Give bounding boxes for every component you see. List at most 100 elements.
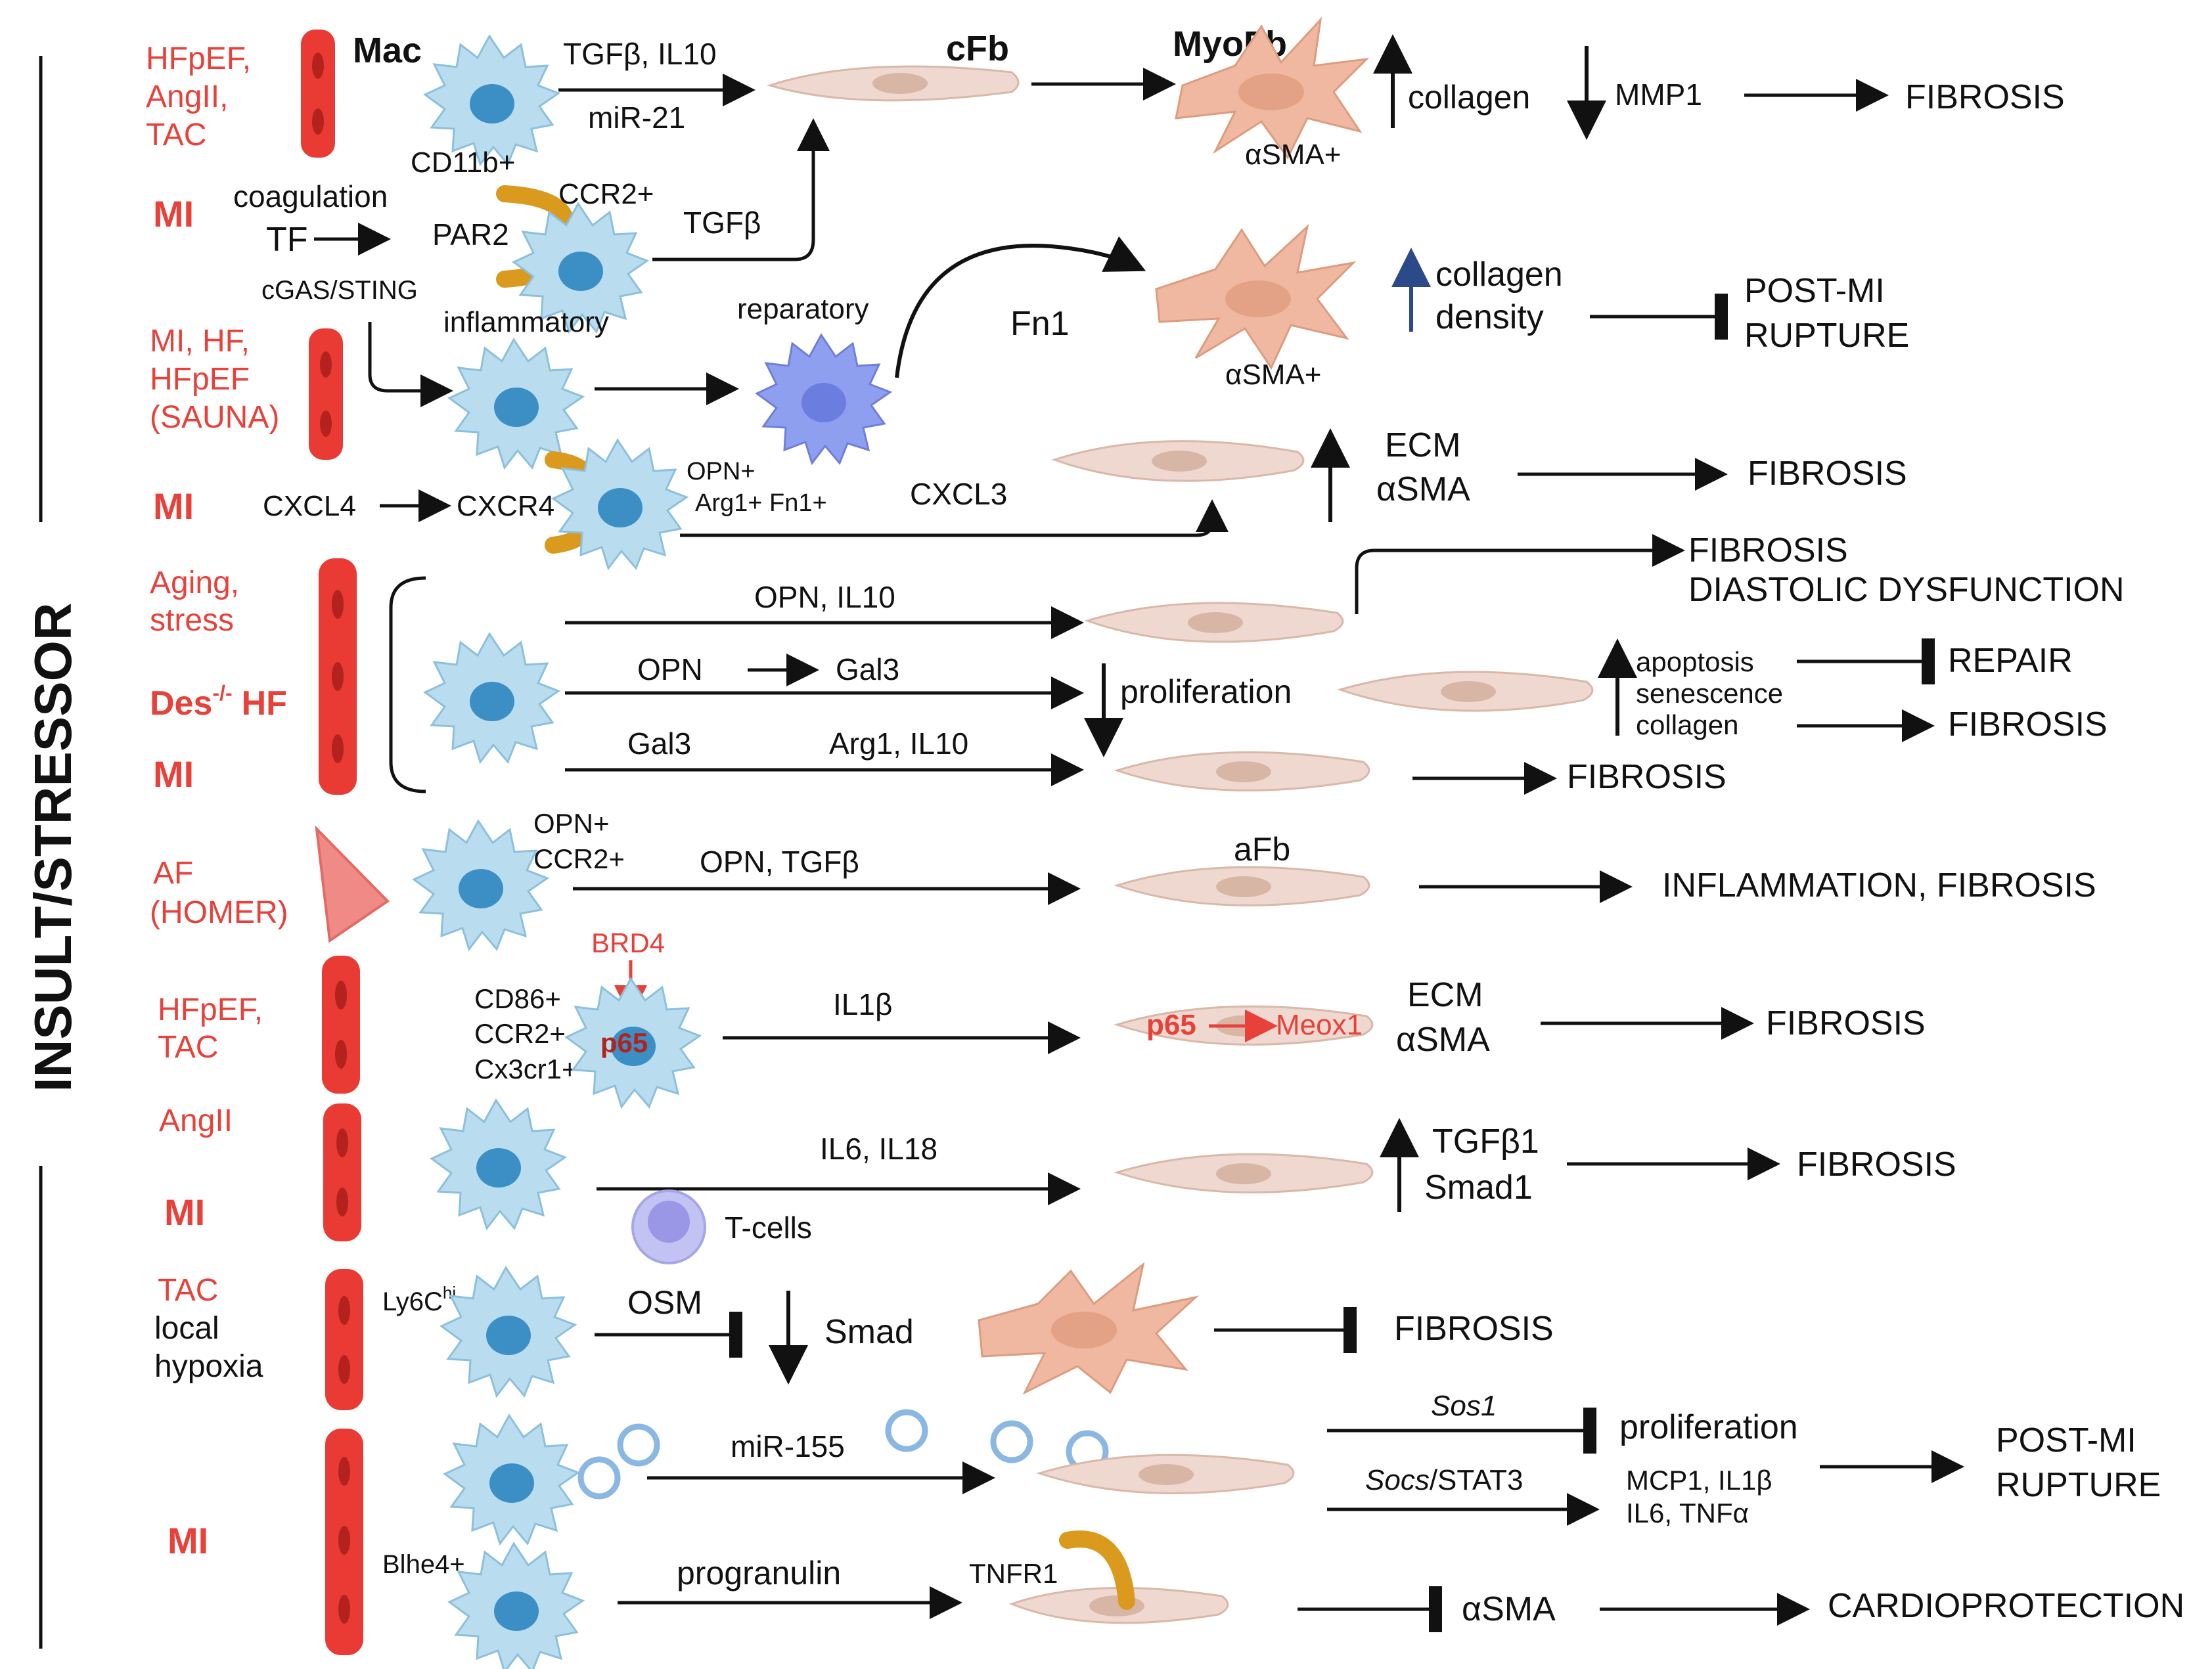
local-line: hypoxia xyxy=(154,1349,263,1384)
cardiomyocyte xyxy=(325,1429,363,1655)
stressor-line: HFpEF xyxy=(150,362,250,397)
marker-line: CCR2+ xyxy=(533,843,625,874)
stack-line: apoptosis xyxy=(1636,646,1754,677)
fb-p65-label: p65 xyxy=(1146,1009,1196,1041)
outcome: FIBROSIS xyxy=(1766,1004,1926,1042)
vesicle xyxy=(990,1420,1033,1463)
asma-label: αSMA xyxy=(1396,1021,1490,1059)
stressor-line: HFpEF, xyxy=(146,41,251,76)
macrophage xyxy=(440,1266,577,1398)
vesicle xyxy=(885,1409,928,1452)
tcells-label: T-cells xyxy=(725,1211,812,1245)
outcome-line: DIASTOLIC DYSFUNCTION xyxy=(1688,571,2125,609)
fibroblast xyxy=(1114,751,1370,791)
row-7: HFpEF, TAC CD86+ CCR2+ Cx3cr1+ BRD4 p65 … xyxy=(158,927,1926,1109)
arrow-label: Gal3 xyxy=(627,726,691,761)
outcome: INFLAMMATION, FIBROSIS xyxy=(1662,866,2096,904)
fibroblast xyxy=(1113,1153,1374,1193)
reparatory-label: reparatory xyxy=(737,293,869,325)
t-cell xyxy=(631,1190,706,1264)
cytokine-line: IL6, TNFα xyxy=(1626,1498,1749,1528)
macrophage xyxy=(423,34,561,167)
cxcl4-label: CXCL4 xyxy=(263,490,356,522)
meox-label: Meox1 xyxy=(1276,1009,1363,1041)
arrow-label: miR-21 xyxy=(588,100,685,135)
arrow xyxy=(368,322,453,407)
ly6c-label: Ly6Chi xyxy=(382,1283,456,1316)
outcome-line: RUPTURE xyxy=(1744,317,1909,355)
myofibroblast xyxy=(978,1262,1200,1395)
cardiomyocyte xyxy=(319,558,357,795)
cardiomyocyte xyxy=(322,956,360,1094)
row-3: cGAS/STING inflammatory reparatory MI, H… xyxy=(150,223,1909,470)
marker-line: Cx3cr1+ xyxy=(474,1054,578,1084)
fibroblast xyxy=(1337,671,1594,712)
mac-marker: CD11b+ xyxy=(411,146,515,179)
arrow-label: OPN, IL10 xyxy=(754,580,895,614)
tac-label: TAC xyxy=(158,1273,218,1308)
stressor: MI xyxy=(168,1520,208,1561)
arrow xyxy=(652,118,830,261)
fibroblast xyxy=(766,65,1020,102)
stressor-line: TAC xyxy=(158,1030,218,1065)
stressor: MI xyxy=(153,193,194,234)
outcome: FIBROSIS xyxy=(1748,455,1907,493)
socs-label: Socs/STAT3 xyxy=(1365,1464,1523,1496)
reparatory-macrophage xyxy=(755,333,893,466)
arrow-label: OPN xyxy=(637,652,703,686)
ccr2-label: CCR2+ xyxy=(558,178,654,210)
macrophage xyxy=(564,977,702,1109)
myofibroblast xyxy=(1155,223,1357,370)
cardiomyocyte xyxy=(325,1269,363,1410)
receptor xyxy=(1059,1530,1135,1610)
arrow-label: Gal3 xyxy=(836,652,899,686)
stressor-line: TAC xyxy=(146,118,206,152)
cardiomyocyte xyxy=(301,30,335,158)
fibroblast xyxy=(1051,440,1305,482)
fibroblast xyxy=(1036,1454,1295,1494)
vesicle xyxy=(617,1423,660,1467)
marker-line: CCR2+ xyxy=(474,1018,566,1049)
collagen-label: collagen xyxy=(1435,256,1563,294)
osm-label: OSM xyxy=(627,1284,702,1321)
bracket xyxy=(389,576,426,793)
inflammatory-label: inflammatory xyxy=(443,306,609,338)
repair-label: REPAIR xyxy=(1948,642,2073,680)
stack-line: senescence xyxy=(1636,678,1783,709)
stressor-line: (HOMER) xyxy=(150,895,288,930)
arrow-label: TGFβ, IL10 xyxy=(563,37,717,71)
asma-label: αSMA xyxy=(1376,470,1470,508)
stressor-line: HFpEF, xyxy=(158,992,263,1027)
cytokine-line: MCP1, IL1β xyxy=(1626,1465,1772,1496)
density-label: density xyxy=(1435,298,1544,336)
myofibroblast xyxy=(1175,16,1370,160)
tgf-label: TGFβ xyxy=(683,206,761,240)
tnfr-label: TNFR1 xyxy=(969,1558,1058,1589)
macrophage xyxy=(551,438,689,571)
row-8: AngII MI IL6, IL18 T-cells TGFβ1 Smad1 F… xyxy=(159,1098,1956,1264)
fibroblast xyxy=(1114,866,1370,906)
outcome: FIBROSIS xyxy=(1567,758,1727,796)
vesicle xyxy=(577,1456,621,1500)
macrophage xyxy=(447,1542,585,1669)
cardiomyocyte xyxy=(323,1103,361,1241)
macrophage xyxy=(430,1098,568,1231)
cardiomyocyte xyxy=(309,328,343,460)
tf-label: TF xyxy=(266,221,308,259)
marker-line: OPN+ xyxy=(533,808,610,839)
macrophage xyxy=(512,202,650,334)
local-line: local xyxy=(154,1311,219,1346)
ecm-label: ECM xyxy=(1407,976,1483,1014)
header-cfb: cFb xyxy=(946,29,1009,68)
ecm-label: ECM xyxy=(1385,426,1461,464)
stack-line: collagen xyxy=(1636,709,1738,740)
row-2: MI coagulation TF PAR2 CCR2+ TGFβ xyxy=(153,118,830,334)
p65-label: p65 xyxy=(600,1027,648,1058)
outcome: FIBROSIS xyxy=(1394,1310,1554,1348)
mi-label: MI xyxy=(164,1191,205,1233)
stressor-line: stress xyxy=(150,603,234,638)
angii-label: AngII xyxy=(159,1103,233,1138)
row-5: Aging, stress Des-/-HF MI OPN, IL10 OPN … xyxy=(150,531,2125,796)
proliferation-label: proliferation xyxy=(1619,1408,1798,1446)
